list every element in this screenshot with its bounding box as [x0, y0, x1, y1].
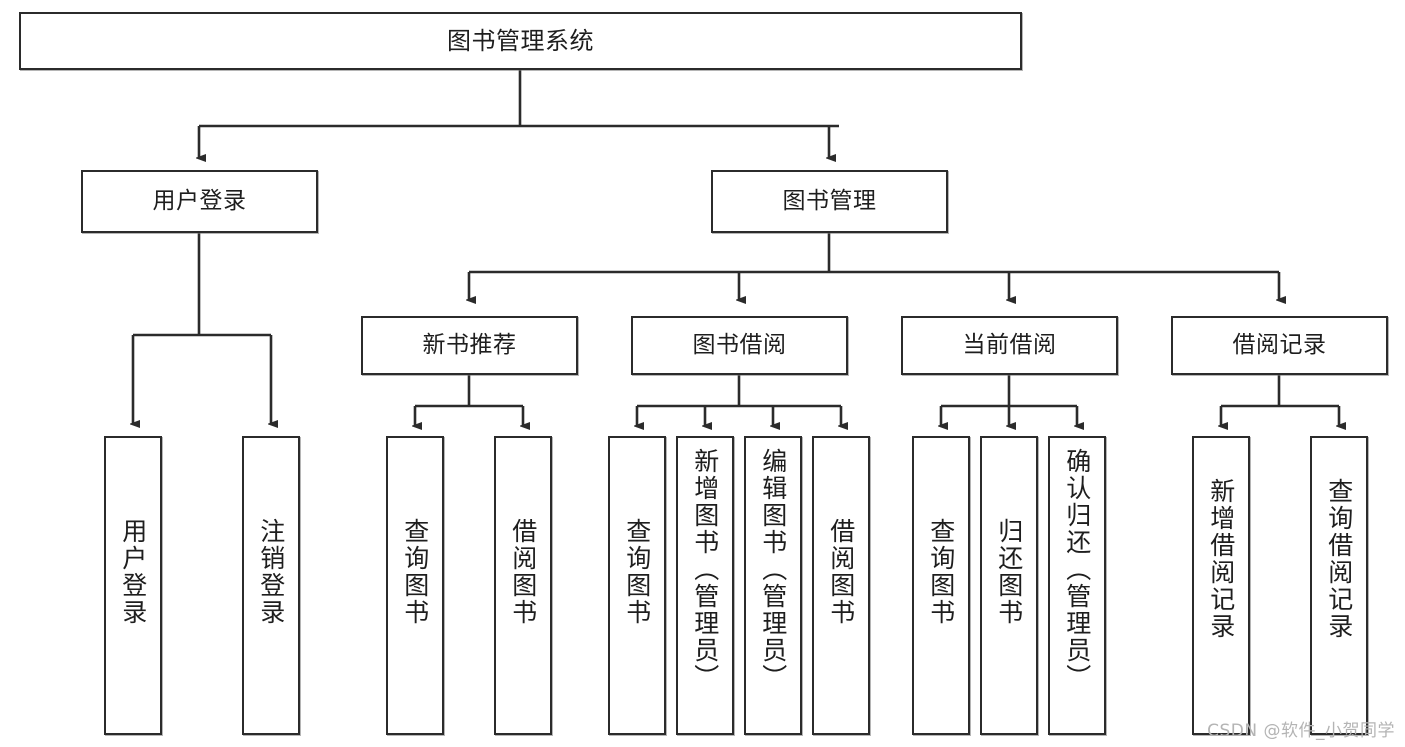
node-label: 借阅图书 — [508, 518, 538, 626]
node-borrowing-records[interactable]: 借阅记录 — [1171, 316, 1388, 375]
node-leaf-return-book[interactable]: 归还图书 — [980, 436, 1038, 735]
node-leaf-query-book-current[interactable]: 查询图书 — [912, 436, 970, 735]
node-leaf-borrow-book-recommend[interactable]: 借阅图书 — [494, 436, 552, 735]
node-label: 查询借阅记录 — [1324, 478, 1354, 640]
node-new-book-recommendation[interactable]: 新书推荐 — [361, 316, 578, 375]
node-label: 查询图书 — [926, 518, 956, 626]
node-label: 归还图书 — [994, 518, 1024, 626]
node-leaf-query-book-borrow[interactable]: 查询图书 — [608, 436, 666, 735]
node-current-borrowing[interactable]: 当前借阅 — [901, 316, 1118, 375]
node-label: 新书推荐 — [422, 331, 517, 358]
node-leaf-logout[interactable]: 注销登录 — [242, 436, 300, 735]
node-label: 用户登录 — [118, 518, 148, 626]
node-leaf-edit-book-admin[interactable]: 编辑图书（管理员） — [744, 436, 802, 735]
node-label: 编辑图书（管理员） — [758, 448, 788, 691]
node-leaf-query-book-recommend[interactable]: 查询图书 — [386, 436, 444, 735]
watermark-csdn: CSDN @软件_小贺同学 — [1207, 721, 1395, 741]
node-label: 图书借阅 — [692, 331, 787, 358]
node-leaf-query-borrow-record[interactable]: 查询借阅记录 — [1310, 436, 1368, 735]
node-label: 确认归还（管理员） — [1062, 448, 1092, 691]
node-label: 借阅记录 — [1232, 331, 1327, 358]
node-label: 图书管理 — [782, 187, 877, 214]
node-label: 新增图书（管理员） — [690, 448, 720, 691]
node-leaf-confirm-return-admin[interactable]: 确认归还（管理员） — [1048, 436, 1106, 735]
node-label: 注销登录 — [256, 518, 286, 626]
node-book-management[interactable]: 图书管理 — [711, 170, 948, 233]
node-book-borrowing[interactable]: 图书借阅 — [631, 316, 848, 375]
node-user-login[interactable]: 用户登录 — [81, 170, 318, 233]
node-label: 新增借阅记录 — [1206, 478, 1236, 640]
node-leaf-user-login[interactable]: 用户登录 — [104, 436, 162, 735]
node-label: 用户登录 — [152, 187, 247, 214]
node-leaf-add-book-admin[interactable]: 新增图书（管理员） — [676, 436, 734, 735]
node-label: 查询图书 — [400, 518, 430, 626]
node-label: 借阅图书 — [826, 518, 856, 626]
node-leaf-borrow-book[interactable]: 借阅图书 — [812, 436, 870, 735]
node-root-book-management-system[interactable]: 图书管理系统 — [19, 12, 1022, 70]
node-leaf-add-borrow-record[interactable]: 新增借阅记录 — [1192, 436, 1250, 735]
node-label: 当前借阅 — [962, 331, 1057, 358]
node-label: 图书管理系统 — [447, 26, 594, 55]
node-label: 查询图书 — [622, 518, 652, 626]
